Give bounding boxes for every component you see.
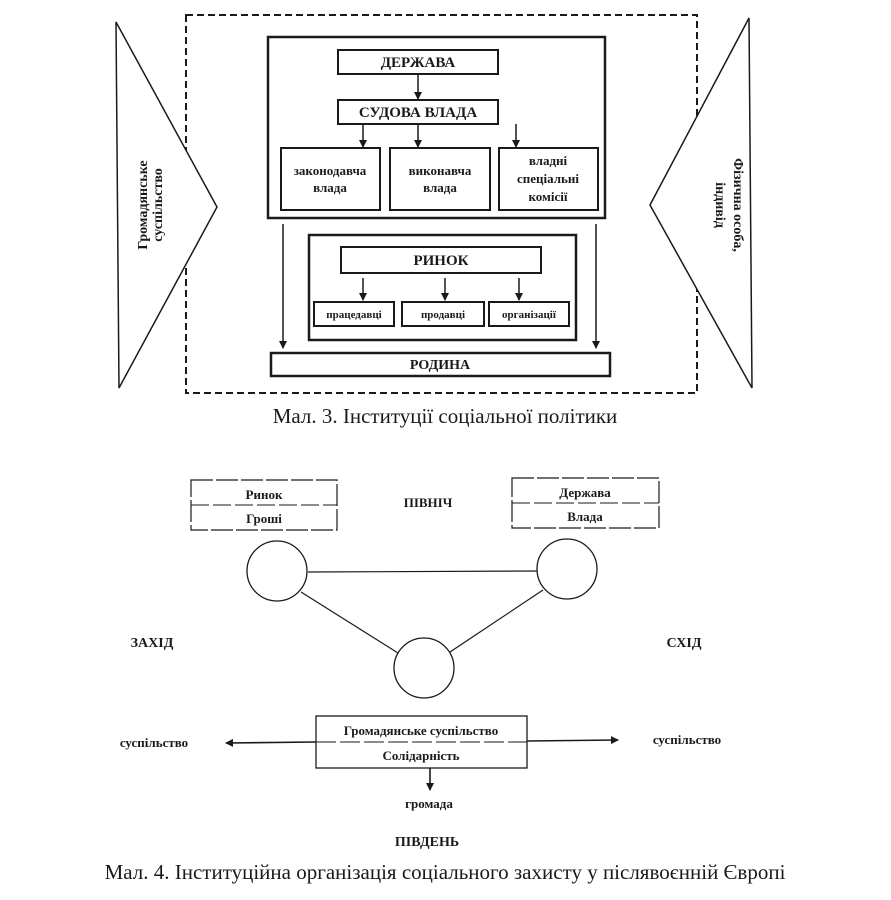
right-triangle-label-1: Фізична особа, xyxy=(730,158,745,252)
commissions-label-2: спеціальні xyxy=(517,171,579,186)
arrow-to-right-society xyxy=(526,736,619,745)
organizations-box xyxy=(488,301,570,327)
employers-label: працедавці xyxy=(326,309,381,321)
commissions-label-3: комісії xyxy=(528,189,567,204)
sellers-label: продавці xyxy=(421,309,465,321)
right-triangle-individual xyxy=(649,17,753,389)
circle-civil-node xyxy=(393,637,455,699)
judicial-label: СУДОВА ВЛАДА xyxy=(359,105,478,121)
right-society-label: суспільство xyxy=(653,732,721,747)
right-triangle-label-2: індивід xyxy=(712,182,727,228)
edge-east-south xyxy=(449,589,544,653)
executive-box xyxy=(389,147,491,211)
state-box xyxy=(337,49,499,75)
legislative-label-1: законодавча xyxy=(294,163,367,178)
employers-box xyxy=(313,301,395,327)
sellers-box xyxy=(401,301,485,327)
commissions-label-1: владні xyxy=(529,153,568,168)
left-society-label: суспільство xyxy=(120,735,188,750)
family-box xyxy=(269,351,612,378)
east-label: СХІД xyxy=(667,636,702,651)
edge-west-south xyxy=(300,591,399,654)
figure-3-caption: Мал. 3. Інституції соціальної політики xyxy=(273,404,618,428)
south-label: ПІВДЕНЬ xyxy=(395,835,459,850)
civil-society-text: Громадянське суспільство xyxy=(344,723,498,738)
power-text: Влада xyxy=(567,509,603,524)
organizations-label: організації xyxy=(502,309,557,321)
market-box xyxy=(340,246,542,274)
state-frame xyxy=(266,35,607,220)
figure-3: Громадянське суспільство Фізична особа, … xyxy=(115,14,753,428)
state-text: Держава xyxy=(559,485,611,500)
judicial-box xyxy=(337,99,499,125)
solidarity-text: Солідарність xyxy=(382,748,459,763)
community-label: громада xyxy=(405,796,453,811)
state-label: ДЕРЖАВА xyxy=(381,55,456,71)
market-frame xyxy=(307,233,578,342)
figure-4-caption: Мал. 4. Інституційна організація соціаль… xyxy=(105,860,786,884)
north-label: ПІВНІЧ xyxy=(404,495,453,510)
edge-west-east xyxy=(307,570,539,573)
left-triangle-civil-society xyxy=(115,21,218,389)
market-label: РИНОК xyxy=(413,253,468,269)
arrow-to-left-society xyxy=(225,738,317,747)
market-text: Ринок xyxy=(246,487,283,502)
left-triangle-label-2: суспільство xyxy=(151,168,166,242)
legislative-label-2: влада xyxy=(313,180,347,195)
commissions-box xyxy=(498,147,599,211)
figure-4: Ринок Гроші ПІВНІЧ Держава Влада ЗАХІД С… xyxy=(105,477,786,884)
circle-state-node xyxy=(536,538,598,600)
family-label: РОДИНА xyxy=(410,358,471,373)
executive-label-1: виконавча xyxy=(409,163,472,178)
left-triangle-label-1: Громадянське xyxy=(136,160,151,249)
west-label: ЗАХІД xyxy=(131,636,174,651)
circle-market-node xyxy=(246,540,308,602)
legislative-box xyxy=(280,147,381,211)
money-text: Гроші xyxy=(246,511,282,526)
executive-label-2: влада xyxy=(423,180,457,195)
